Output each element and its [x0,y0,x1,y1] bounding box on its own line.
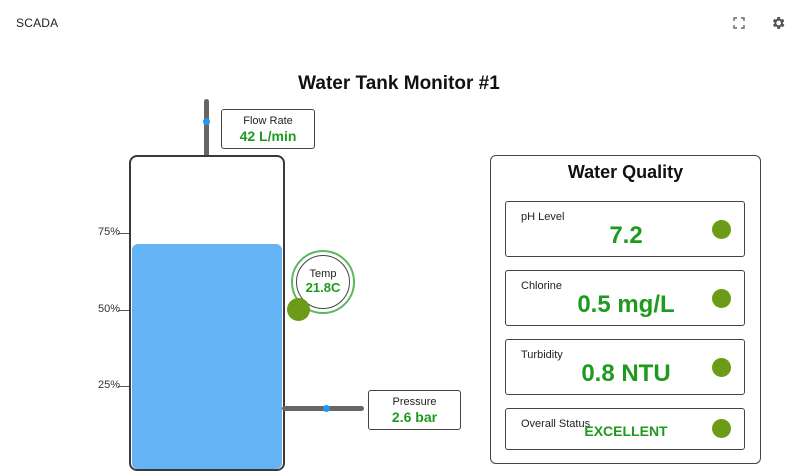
scale-tick [118,386,129,387]
chlorine-status-dot [712,289,731,308]
inlet-flow-indicator [203,118,210,125]
overall-status-dot [712,419,731,438]
flow-rate-box: Flow Rate 42 L/min [221,109,315,149]
water-tank [129,155,285,471]
chlorine-card: Chlorine 0.5 mg/L [505,270,745,326]
gear-icon[interactable] [770,15,786,31]
temperature-value: 21.8C [305,280,341,295]
pressure-value: 2.6 bar [391,409,438,425]
flow-rate-label: Flow Rate [243,115,293,127]
scale-label-75: 75% [97,226,120,238]
scale-tick [118,233,129,234]
pressure-label: Pressure [392,396,437,408]
inlet-pipe [204,99,209,157]
turbidity-label: Turbidity [521,349,563,361]
pressure-box: Pressure 2.6 bar [368,390,461,430]
scale-label-50: 50% [97,303,120,315]
scale-label-25: 25% [97,379,120,391]
water-quality-title: Water Quality [567,162,684,182]
temperature-status-dot [287,298,310,321]
chlorine-value: 0.5 mg/L [577,291,675,318]
outlet-flow-indicator [323,405,330,412]
overall-status-card: Overall Status EXCELLENT [505,408,745,450]
turbidity-status-dot [712,358,731,377]
overall-status-label: Overall Status [521,418,591,430]
tank-water-level [132,244,282,469]
ph-level-status-dot [712,220,731,239]
overall-status-value: EXCELLENT [584,423,668,439]
turbidity-card: Turbidity 0.8 NTU [505,339,745,395]
flow-rate-value: 42 L/min [239,128,297,144]
panel-title: Water Tank Monitor #1 [298,73,500,94]
dashboard-title: SCADA [16,16,59,30]
scale-tick [118,310,129,311]
chlorine-label: Chlorine [521,280,562,292]
ph-level-value: 7.2 [609,222,643,249]
temperature-label: Temp [309,268,337,280]
fullscreen-icon[interactable] [731,15,747,31]
ph-level-card: pH Level 7.2 [505,201,745,257]
ph-level-label: pH Level [521,211,565,223]
turbidity-value: 0.8 NTU [581,360,671,387]
